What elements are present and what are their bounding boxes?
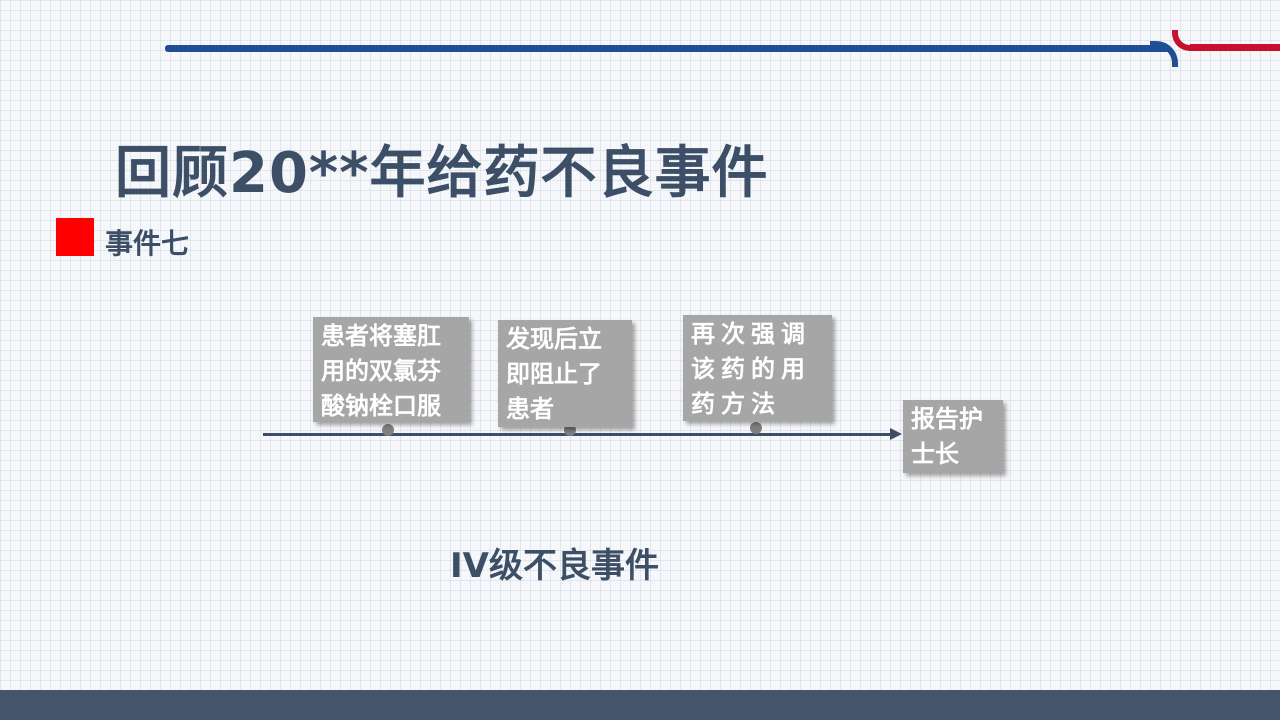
footer-bar bbox=[0, 690, 1280, 720]
step-line: 患者 bbox=[506, 395, 554, 423]
event-grade: IV级不良事件 bbox=[450, 546, 659, 586]
timeline-step-1: 患者将塞肛 用的双氯芬 酸钠栓口服 bbox=[313, 317, 469, 422]
timeline-dot bbox=[750, 422, 762, 434]
step-line: 即阻止了 bbox=[506, 360, 602, 388]
top-red-line bbox=[1190, 44, 1280, 51]
timeline-dot bbox=[564, 424, 576, 436]
timeline-dot bbox=[382, 424, 394, 436]
timeline-step-4: 报告护 士长 bbox=[903, 400, 1003, 473]
timeline-step-3: 再次强调 该药的用 药方法 bbox=[683, 315, 832, 421]
step-line: 发现后立 bbox=[506, 325, 602, 353]
timeline-axis bbox=[263, 433, 893, 436]
step-line: 酸钠栓口服 bbox=[321, 392, 441, 420]
step-line: 患者将塞肛 bbox=[321, 322, 441, 350]
step-line: 药方法 bbox=[691, 390, 781, 418]
step-line: 用的双氯芬 bbox=[321, 357, 441, 385]
section-marker-square bbox=[56, 218, 94, 256]
top-blue-hook bbox=[1150, 41, 1178, 67]
top-blue-line bbox=[165, 45, 1170, 52]
section-label: 事件七 bbox=[105, 227, 190, 260]
step-line: 该药的用 bbox=[691, 355, 811, 383]
step-line: 报告护 bbox=[911, 405, 983, 433]
timeline-step-2: 发现后立 即阻止了 患者 bbox=[498, 320, 632, 427]
step-line: 士长 bbox=[911, 440, 959, 468]
step-line: 再次强调 bbox=[691, 320, 811, 348]
top-red-hook bbox=[1172, 30, 1196, 51]
page-title: 回顾20**年给药不良事件 bbox=[115, 141, 769, 206]
timeline-arrow-icon bbox=[890, 428, 902, 440]
